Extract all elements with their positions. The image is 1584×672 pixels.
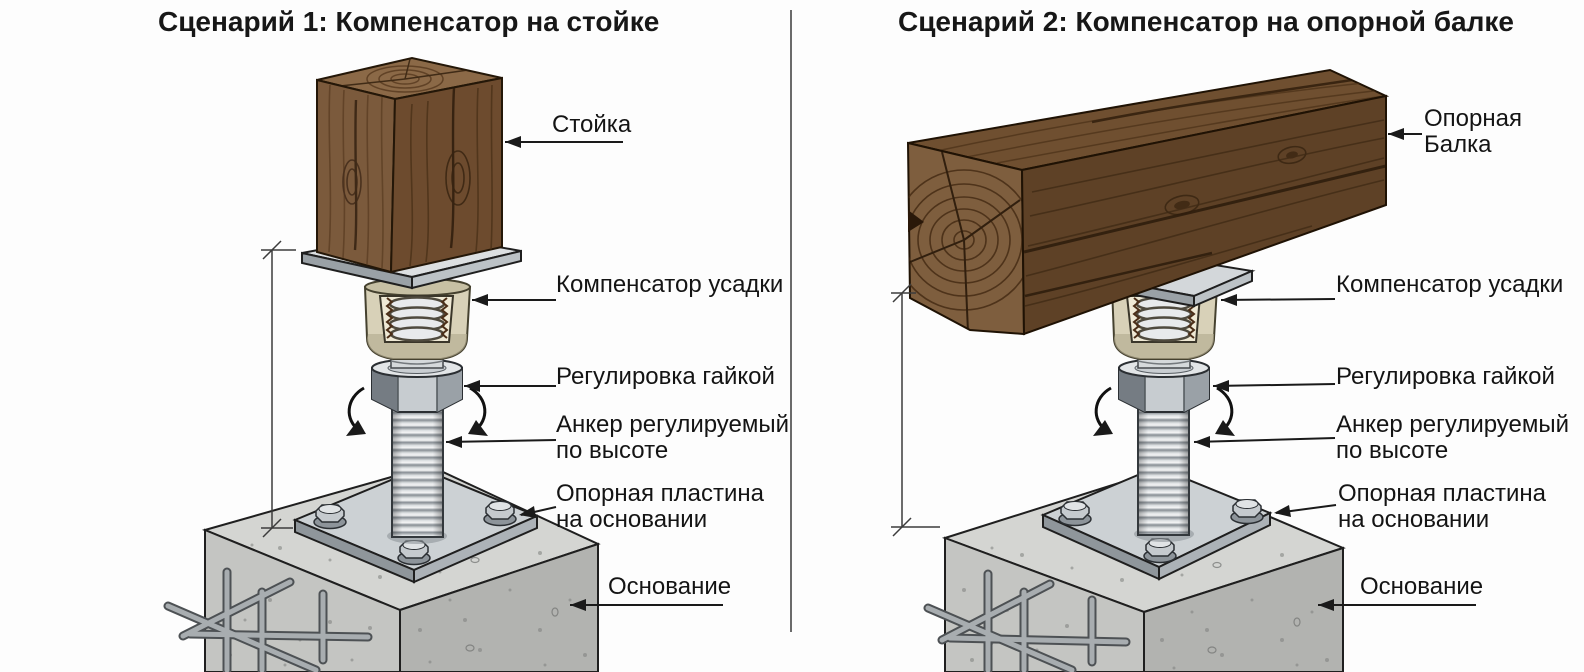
dimension-line xyxy=(891,283,940,537)
wooden-beam xyxy=(906,68,1390,336)
label-base: Основание xyxy=(608,573,732,600)
threaded-anchor-rod xyxy=(387,399,447,544)
scenario2-illustration xyxy=(891,68,1476,672)
scenario2-panel: Сценарий 2: Компенсатор на опорной балке… xyxy=(792,0,1584,672)
wooden-post xyxy=(316,56,503,274)
scenario1-illustration xyxy=(163,56,723,672)
rebar xyxy=(923,569,1131,672)
rotation-arrows xyxy=(1093,386,1235,436)
rotation-arrows xyxy=(346,386,488,436)
label-anchor: Анкер регулируемый по высоте xyxy=(1336,411,1570,464)
callout-leaders xyxy=(445,136,723,611)
label-nut: Регулировка гайкой xyxy=(556,363,775,390)
label-plate: Опорная пластина на основании xyxy=(1338,480,1546,533)
label-base: Основание xyxy=(1360,573,1484,600)
compensator xyxy=(363,277,472,360)
label-beam: Опорная Балка xyxy=(1424,105,1522,158)
scenario2-title: Сценарий 2: Компенсатор на опорной балке xyxy=(898,6,1514,37)
threaded-anchor-rod xyxy=(1134,399,1194,542)
scenario1-panel: Сценарий 1: Компенсатор на стойке Стойка… xyxy=(158,6,790,672)
label-compensator: Компенсатор усадки xyxy=(556,271,784,298)
label-post: Стойка xyxy=(552,111,632,138)
panel-divider xyxy=(790,10,792,632)
rebar xyxy=(163,567,373,672)
label-plate: Опорная пластина на основании xyxy=(556,480,764,533)
label-nut: Регулировка гайкой xyxy=(1336,363,1555,390)
dimension-line xyxy=(261,240,296,538)
spring xyxy=(388,296,446,342)
label-compensator: Компенсатор усадки xyxy=(1336,271,1564,298)
scenario1-title: Сценарий 1: Компенсатор на стойке xyxy=(158,6,660,37)
callout-leaders xyxy=(1193,128,1476,611)
label-anchor: Анкер регулируемый по высоте xyxy=(556,411,790,464)
